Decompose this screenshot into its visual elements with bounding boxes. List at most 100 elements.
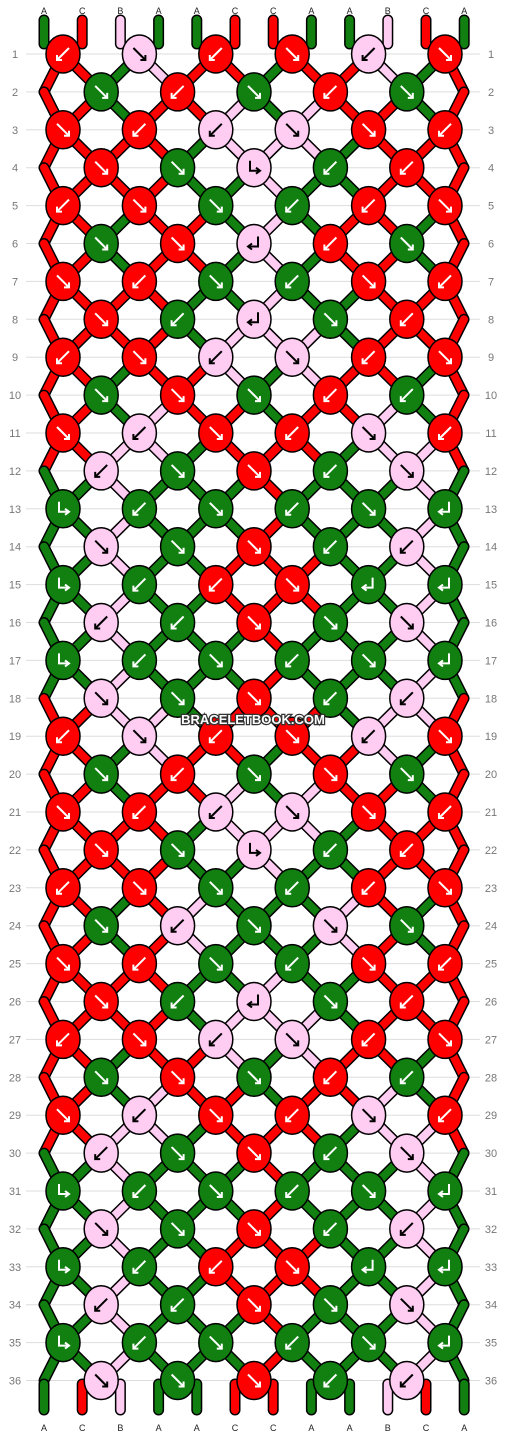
- arrow-icon: [209, 502, 223, 516]
- knot-br: [159, 526, 196, 567]
- arrowhead-icon: [216, 509, 223, 516]
- row-number-left: 32: [9, 1224, 21, 1236]
- knot-fr: [45, 1322, 81, 1363]
- knot-br: [274, 564, 310, 605]
- knot-br: [198, 489, 234, 529]
- arrow-icon: [56, 198, 70, 213]
- arrow-icon: [438, 123, 452, 137]
- forward-backward-arrow-icon: [248, 236, 259, 248]
- knot-br: [121, 337, 158, 377]
- knot-bl: [350, 34, 387, 74]
- knot-br: [83, 678, 119, 719]
- arrow-icon: [94, 1070, 108, 1085]
- arrowhead-icon: [94, 1154, 101, 1161]
- strand-label-bottom: C: [423, 1423, 430, 1433]
- knot-br: [350, 792, 387, 832]
- arrow-icon: [285, 1184, 299, 1198]
- knot-br: [312, 602, 349, 643]
- arrowhead-icon: [64, 1341, 71, 1350]
- arrowhead-icon: [399, 396, 406, 403]
- arrow-icon: [361, 1184, 376, 1198]
- row-number-left: 33: [9, 1262, 21, 1274]
- knot-br: [350, 110, 387, 150]
- row-number-right: 5: [488, 201, 494, 213]
- row-number-left: 29: [9, 1110, 21, 1122]
- row-number-right: 9: [488, 352, 494, 364]
- arrowhead-icon: [446, 888, 452, 895]
- knot-bl: [198, 337, 234, 377]
- arrow-icon: [438, 1108, 452, 1122]
- row-number-right: 4: [488, 163, 494, 175]
- arrow-icon: [209, 1032, 223, 1047]
- arrow-icon: [361, 47, 376, 61]
- arrow-icon: [361, 426, 376, 440]
- knot-br: [198, 1171, 234, 1211]
- arrow-icon: [323, 767, 338, 781]
- knot-bl: [350, 185, 387, 226]
- row-number-right: 1: [488, 49, 494, 61]
- arrowhead-icon: [407, 926, 414, 933]
- arrowhead-icon: [360, 1266, 368, 1274]
- strand-label-top: C: [270, 6, 277, 16]
- knot-br: [274, 337, 310, 377]
- row-number-left: 11: [9, 428, 20, 440]
- row-number-right: 31: [485, 1186, 497, 1198]
- arrowhead-icon: [255, 1229, 261, 1236]
- knot-br: [83, 375, 119, 415]
- knot-br: [274, 34, 310, 74]
- knot-shape: [427, 1247, 463, 1287]
- knot-shape: [45, 1322, 81, 1363]
- knot-fl: [427, 1322, 463, 1363]
- arrowhead-icon: [216, 1116, 223, 1123]
- arrowhead-icon: [285, 206, 292, 213]
- knot-br: [274, 1247, 310, 1287]
- arrow-icon: [323, 691, 338, 706]
- arrow-icon: [285, 274, 299, 289]
- arrow-icon: [94, 85, 108, 99]
- arrowhead-icon: [361, 55, 368, 61]
- knot-bl: [274, 943, 310, 984]
- knot-bl: [427, 792, 463, 832]
- arrowhead-icon: [64, 507, 71, 516]
- arrowhead-icon: [178, 1078, 185, 1085]
- knot-bl: [121, 640, 158, 681]
- knot-br: [198, 413, 234, 453]
- arrowhead-icon: [178, 471, 185, 478]
- knot-bl: [389, 299, 425, 340]
- arrowhead-icon: [132, 282, 139, 289]
- row-number-right: 21: [485, 807, 497, 819]
- arrow-icon: [132, 274, 147, 289]
- arrowhead-icon: [399, 1002, 406, 1009]
- arrowhead-icon: [446, 737, 452, 744]
- knot-br: [45, 261, 81, 302]
- knot-bl: [83, 1284, 119, 1325]
- arrow-icon: [323, 1373, 338, 1388]
- arrowhead-icon: [323, 1381, 330, 1388]
- arrow-icon: [361, 198, 376, 213]
- row-number-left: 5: [12, 201, 18, 213]
- knot-bl: [427, 1095, 463, 1135]
- arrow-icon: [361, 274, 376, 289]
- knot-br: [312, 905, 349, 946]
- knot-bl: [45, 34, 81, 74]
- arrow-icon: [209, 1260, 223, 1274]
- knot-bl: [312, 147, 349, 188]
- arrowhead-icon: [293, 55, 300, 61]
- arrowhead-icon: [323, 396, 330, 403]
- arrowhead-icon: [369, 661, 376, 668]
- arrow-icon: [170, 1070, 185, 1085]
- arrowhead-icon: [208, 1267, 215, 1274]
- row-number-right: 16: [485, 618, 497, 630]
- arrowhead-icon: [64, 583, 71, 592]
- knot-bl: [198, 1019, 234, 1060]
- strand-label-bottom: C: [79, 1423, 86, 1433]
- knot-br: [121, 1019, 158, 1060]
- arrow-icon: [400, 767, 414, 781]
- arrowhead-icon: [178, 850, 185, 857]
- knot-bl: [350, 868, 387, 908]
- row-number-left: 2: [12, 87, 18, 99]
- arrowhead-icon: [255, 775, 261, 782]
- arrow-icon: [170, 1297, 185, 1312]
- row-number-right: 36: [485, 1376, 497, 1388]
- knot-bl: [198, 716, 234, 756]
